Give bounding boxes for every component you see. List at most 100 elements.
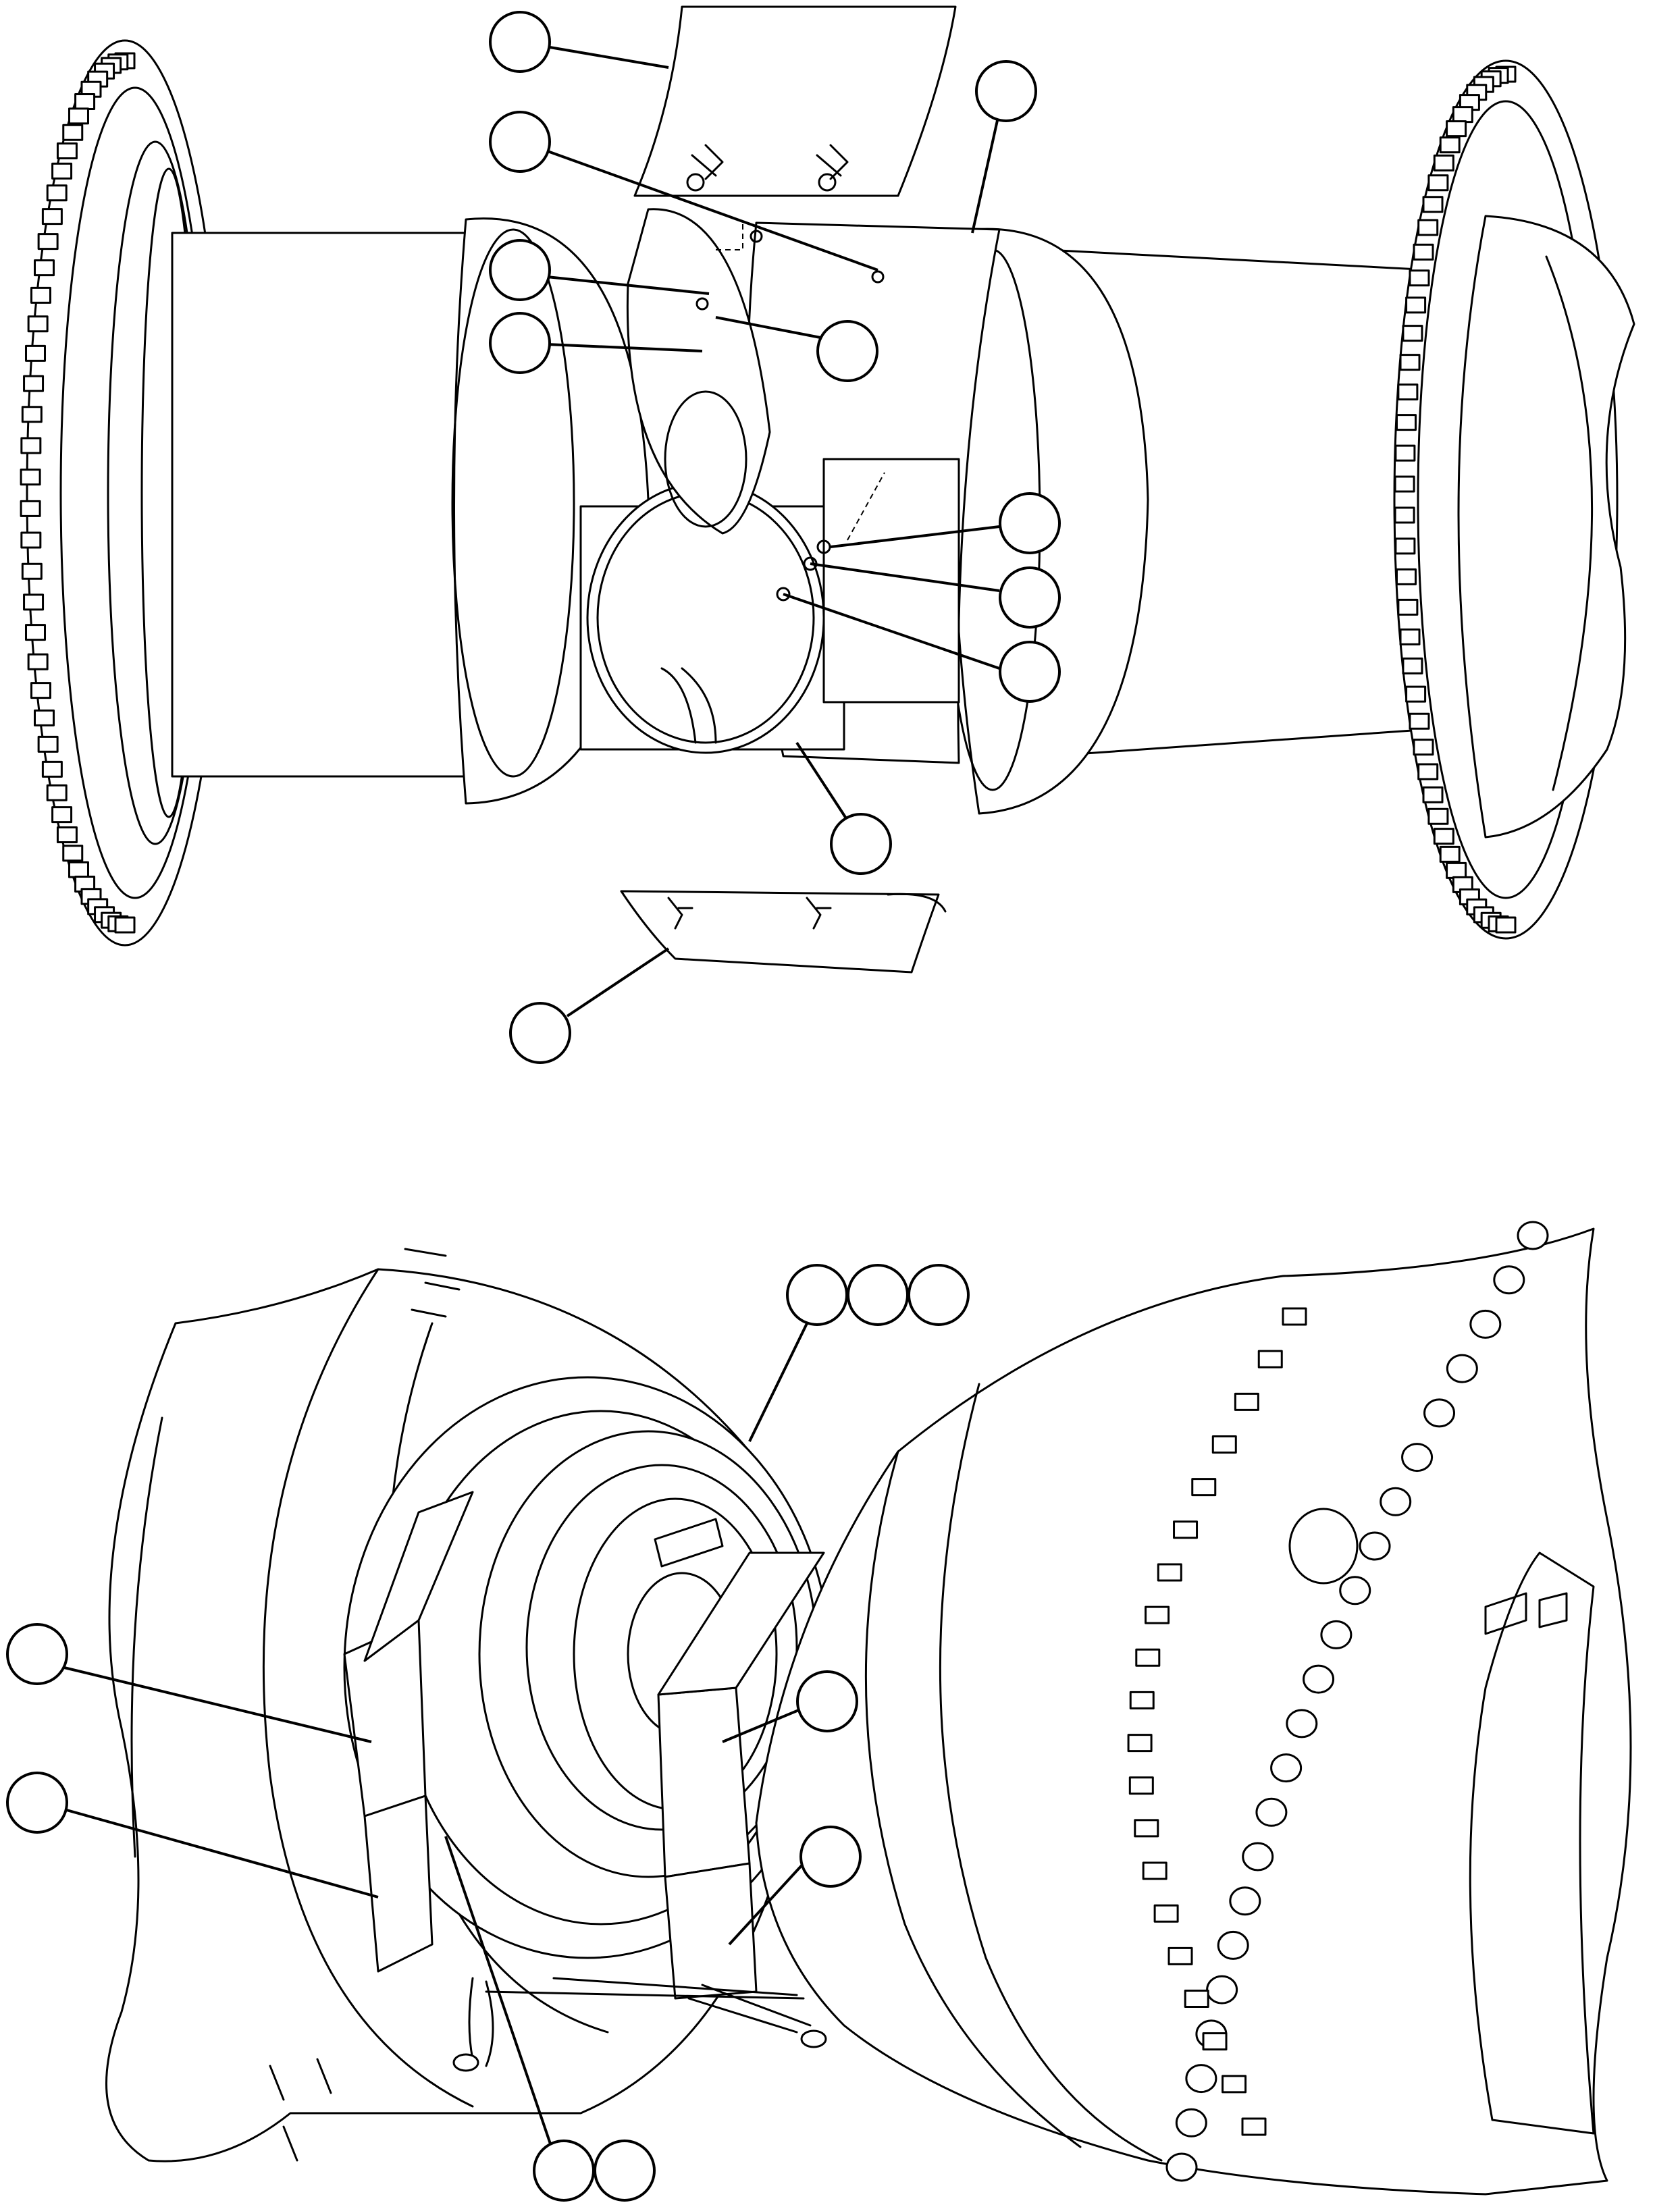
- disc-tooth: [1402, 657, 1423, 674]
- callout-bubble: [594, 2140, 656, 2202]
- ring-bolt: [1320, 1620, 1353, 1649]
- disc-tooth: [1439, 136, 1461, 154]
- leader-line: [722, 1707, 804, 1743]
- ring-stud: [1142, 1861, 1167, 1880]
- ring-bolt: [1359, 1531, 1391, 1561]
- disc-tooth: [56, 142, 78, 159]
- disc-tooth: [1409, 712, 1430, 730]
- callout-bubble: [533, 2140, 595, 2202]
- disc-tooth: [1422, 196, 1444, 213]
- left-guard-plates: [343, 1491, 474, 1973]
- ring-bolt: [1229, 1886, 1261, 1916]
- disc-tooth: [23, 375, 45, 392]
- disc-tooth: [20, 469, 41, 486]
- disc-tooth: [30, 286, 51, 304]
- callout-bubble: [999, 492, 1061, 554]
- disc-tooth: [41, 760, 63, 778]
- leader-line: [566, 947, 670, 1017]
- disc-tooth: [27, 315, 49, 333]
- disc-tooth: [1405, 296, 1427, 314]
- leader-line: [810, 562, 1000, 592]
- disc-tooth: [1394, 506, 1415, 524]
- ring-bolt: [1165, 2152, 1198, 2182]
- hydraulic-lines: [452, 1977, 827, 2072]
- disc-tooth: [1399, 628, 1421, 645]
- disc-tooth: [51, 806, 73, 824]
- disc-tooth: [46, 784, 68, 801]
- leader-line: [795, 741, 849, 822]
- disc-tooth: [1427, 807, 1449, 825]
- disc-tooth: [1405, 685, 1427, 703]
- disc-tooth: [24, 344, 46, 362]
- disc-tooth: [24, 624, 46, 641]
- callout-bubble: [908, 1264, 970, 1326]
- ring-bolt: [1401, 1443, 1434, 1472]
- ring-stud: [1167, 1946, 1193, 1965]
- ring-bolt: [1517, 1221, 1549, 1250]
- ring-bolt: [1469, 1309, 1502, 1339]
- disc-tooth: [37, 735, 59, 753]
- upper-cover: [633, 5, 957, 197]
- ring-bolt: [1175, 2108, 1207, 2137]
- callout-bubble: [796, 1670, 858, 1732]
- ring-bolt: [1303, 1664, 1335, 1694]
- ring-bolt: [1446, 1354, 1478, 1383]
- ring-bolt: [1380, 1487, 1412, 1516]
- disc-tooth: [1413, 739, 1434, 756]
- callout-bubble: [489, 11, 551, 73]
- disc-tooth: [56, 826, 78, 844]
- disc-tooth: [74, 93, 96, 111]
- right-brake-disc: [1393, 59, 1635, 940]
- left-disc-teeth: [20, 52, 136, 934]
- leader-line: [748, 1316, 812, 1442]
- disc-tooth: [1439, 845, 1461, 863]
- leader-line: [715, 316, 821, 339]
- corner-mark: [1639, 2177, 1657, 2191]
- callout-bubble: [489, 111, 551, 173]
- disc-tooth: [21, 562, 43, 580]
- lower-cover: [620, 890, 947, 974]
- right-drum-assembled: [755, 1221, 1632, 2196]
- disc-tooth: [114, 916, 136, 934]
- callout-bubble: [786, 1264, 848, 1326]
- disc-tooth: [1422, 786, 1444, 803]
- top-exploded-view: [20, 5, 1635, 1064]
- leader-line: [540, 147, 878, 271]
- disc-tooth: [1409, 269, 1430, 287]
- gearbox-housing: [579, 208, 1001, 764]
- callouts-top: [489, 11, 1061, 1064]
- ring-stud: [1282, 1307, 1307, 1326]
- callout-bubble: [799, 1826, 862, 1888]
- ring-stud: [1211, 1435, 1237, 1454]
- callout-bubble: [509, 1002, 571, 1064]
- disc-tooth: [41, 208, 63, 225]
- disc-tooth: [1395, 568, 1417, 585]
- callout-bubble: [830, 813, 892, 875]
- ring-stud: [1135, 1648, 1161, 1667]
- disc-tooth: [62, 124, 84, 141]
- ring-stud: [1157, 1563, 1182, 1582]
- nameplate: [654, 1518, 724, 1568]
- leader-line: [63, 1666, 372, 1743]
- callout-bubble: [816, 320, 878, 382]
- disc-tooth: [46, 184, 68, 202]
- right-disc-teeth: [1394, 65, 1517, 934]
- leader-line: [529, 43, 669, 69]
- ring-stud: [1234, 1392, 1259, 1411]
- leader-line: [63, 1808, 379, 1898]
- ring-bolt: [1206, 1975, 1238, 2004]
- disc-tooth: [1417, 763, 1439, 780]
- ring-stud: [1145, 1605, 1170, 1624]
- disc-tooth: [30, 682, 51, 699]
- callout-bubble: [6, 1623, 68, 1685]
- right-guard-plates: [657, 1551, 825, 2000]
- disc-tooth: [27, 653, 49, 670]
- ring-stud: [1129, 1691, 1155, 1709]
- callout-bubble: [999, 566, 1061, 629]
- disc-tooth: [1446, 861, 1467, 879]
- disc-tooth: [1433, 154, 1454, 171]
- disc-tooth: [68, 861, 89, 878]
- disc-tooth: [1394, 537, 1416, 555]
- disc-tooth: [37, 233, 59, 250]
